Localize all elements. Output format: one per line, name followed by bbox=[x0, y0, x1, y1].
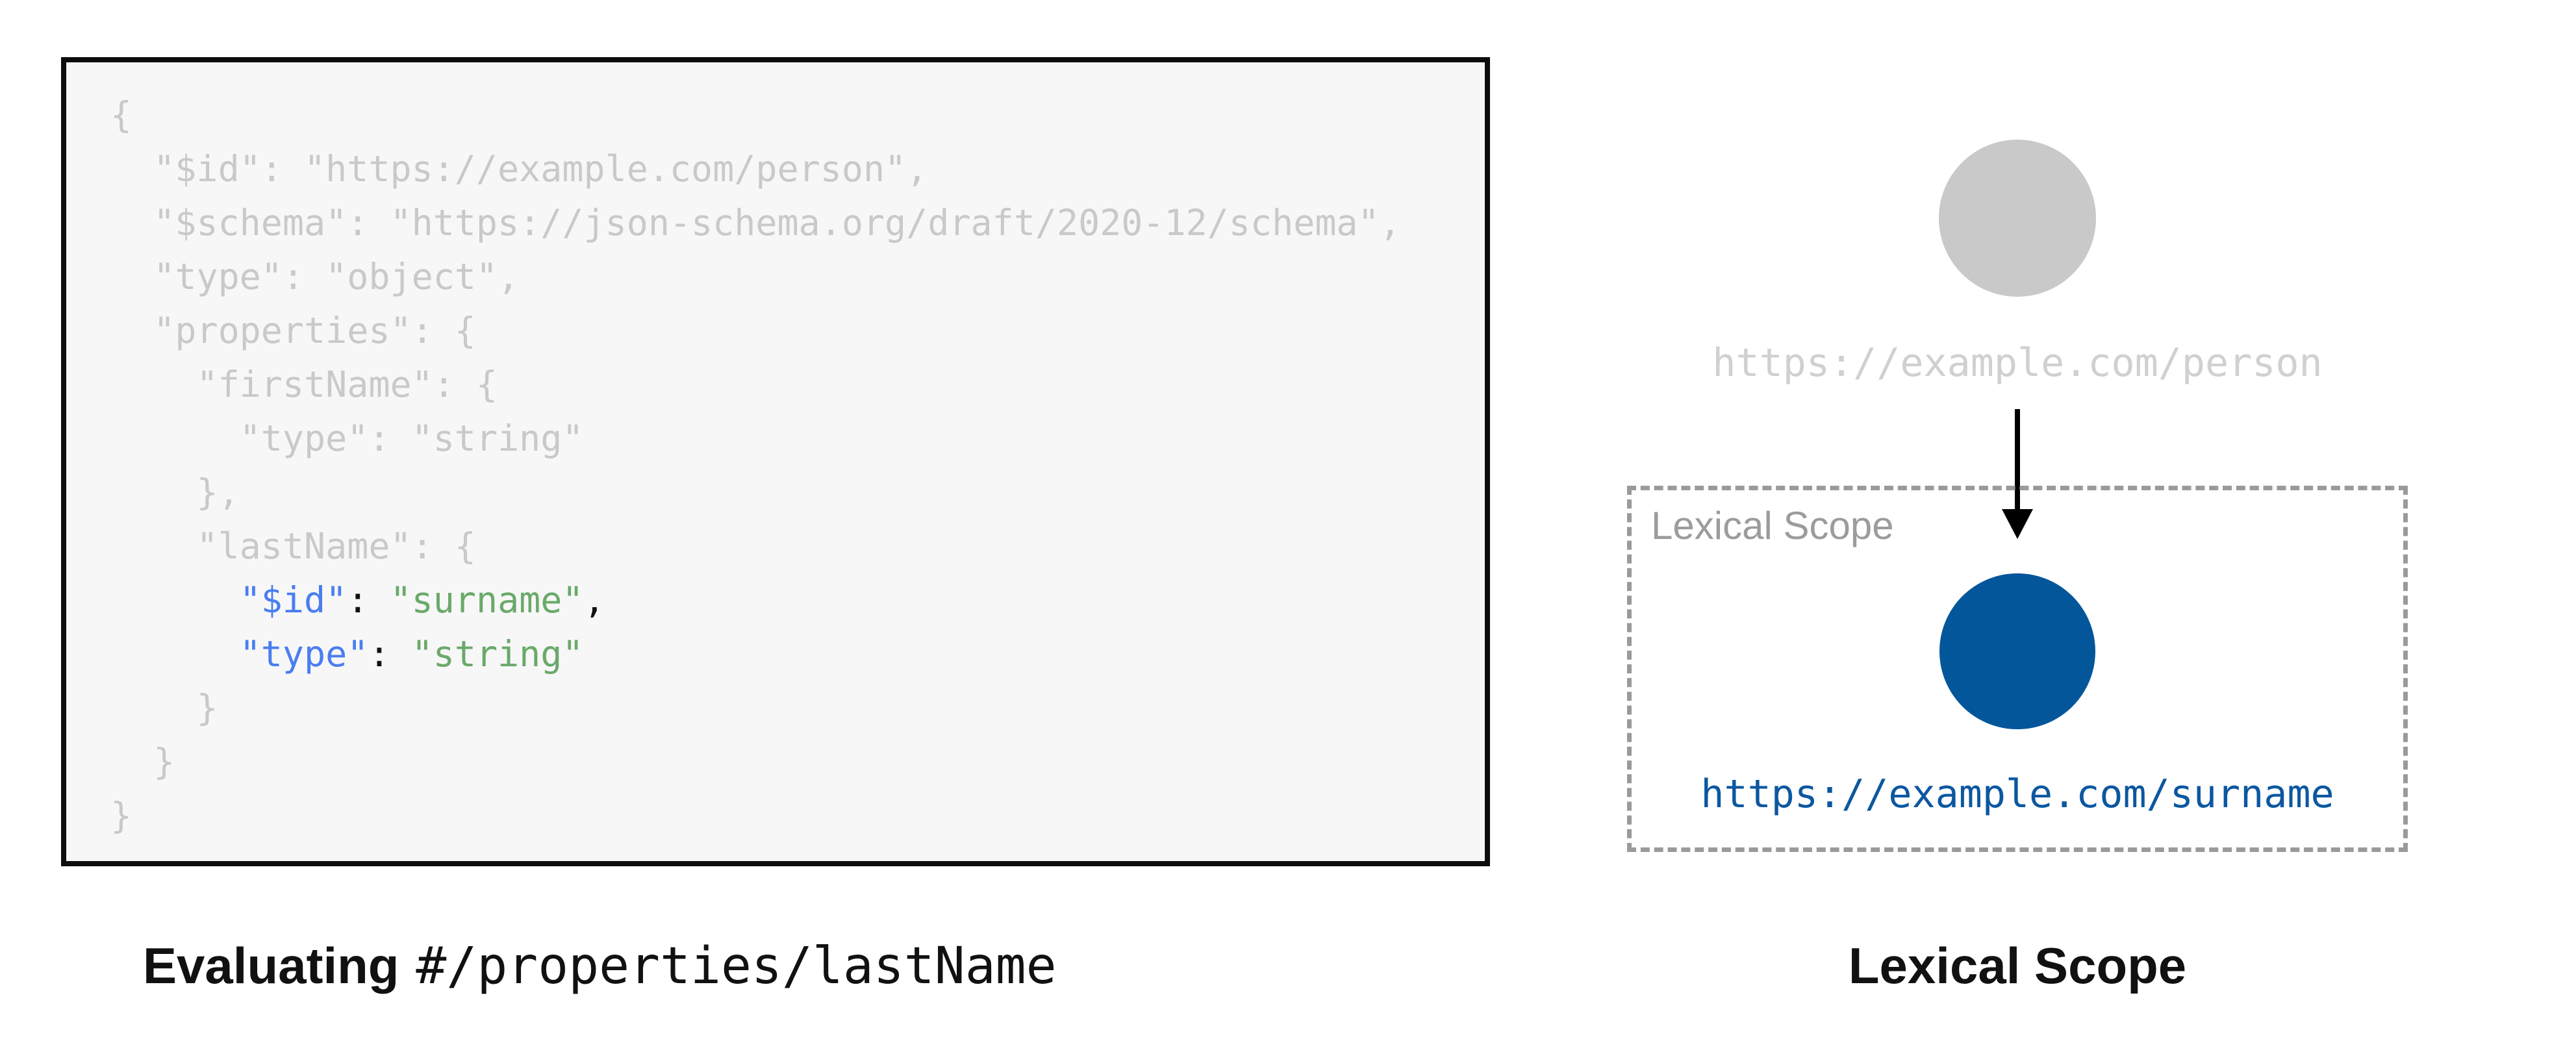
arrow-head-icon bbox=[2002, 509, 2033, 539]
left-caption-evaluating: Evaluating bbox=[143, 937, 399, 994]
left-caption-json-pointer: #/properties/lastName bbox=[416, 937, 1057, 995]
arrow-line bbox=[2015, 409, 2020, 510]
code-line: { bbox=[110, 94, 133, 136]
code-line: "firstName": { bbox=[110, 364, 498, 405]
left-caption: Evaluating #/properties/lastName bbox=[143, 936, 1057, 995]
code-line: } bbox=[110, 795, 133, 836]
parent-schema-circle bbox=[1939, 140, 2096, 297]
parent-uri-label: https://example.com/person bbox=[1712, 340, 2323, 386]
code-block: { "$id": "https://example.com/person", "… bbox=[110, 88, 1465, 843]
code-line: } bbox=[110, 687, 218, 729]
code-line: "$id": "https://example.com/person", bbox=[110, 148, 928, 190]
code-line: }, bbox=[110, 471, 240, 513]
lexical-scope-label: Lexical Scope bbox=[1651, 504, 1894, 547]
code-line: "type": "object", bbox=[110, 256, 520, 297]
right-caption: Lexical Scope bbox=[1848, 937, 2187, 994]
child-uri-label: https://example.com/surname bbox=[1700, 771, 2334, 817]
code-line: "properties": { bbox=[110, 310, 476, 351]
code-line: "lastName": { bbox=[110, 525, 476, 567]
code-line: "type": "string" bbox=[110, 418, 584, 459]
lexical-scope-box bbox=[1627, 486, 2408, 852]
code-line: "type": "string" bbox=[239, 633, 584, 675]
code-line: "$schema": "https://json-schema.org/draf… bbox=[110, 202, 1401, 244]
code-line: "$id": "surname", bbox=[239, 579, 605, 621]
code-line: } bbox=[110, 741, 175, 782]
surname-schema-circle bbox=[1939, 573, 2095, 729]
schema-code-panel: { "$id": "https://example.com/person", "… bbox=[61, 57, 1490, 866]
